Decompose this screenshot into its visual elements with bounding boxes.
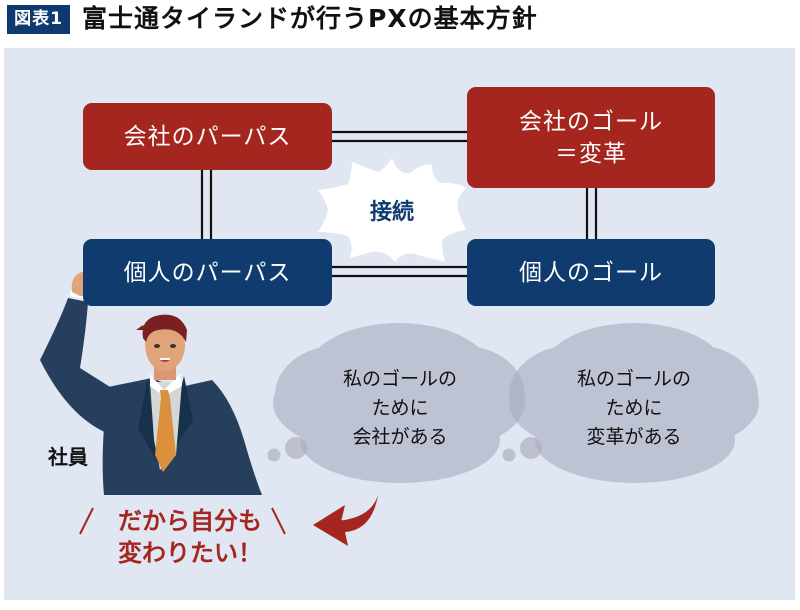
cloud-right-line-1: 私のゴールの bbox=[576, 368, 691, 390]
thought-dot-small-left bbox=[267, 448, 281, 462]
cloud-right-line-3: 変革がある bbox=[586, 426, 682, 448]
curved-arrow-icon bbox=[313, 495, 378, 546]
individual-purpose-box: 個人のパーパス bbox=[83, 239, 332, 306]
thought-cloud-right-shape bbox=[509, 323, 759, 483]
connector-bottom bbox=[332, 265, 467, 278]
cloud-left-line-1: 私のゴールの bbox=[342, 368, 457, 390]
company-goal-label: 会社のゴール bbox=[519, 108, 663, 135]
connection-burst-shape bbox=[318, 158, 466, 262]
shout-slash-left bbox=[79, 507, 94, 535]
cloud-left-line-3: 会社がある bbox=[352, 426, 448, 448]
exclamation-line-1: だから自分も bbox=[118, 507, 262, 535]
figure-number-badge: 図表1 bbox=[7, 5, 70, 34]
connection-label: 接続 bbox=[369, 200, 414, 225]
exclamation-line-2: 変わりたい！ bbox=[118, 539, 262, 567]
thought-cloud-right: 私のゴールの ために 変革がある bbox=[534, 365, 734, 452]
figure-title: 富士通タイランドが行うPXの基本方針 bbox=[82, 4, 538, 33]
individual-goal-label: 個人のゴール bbox=[519, 259, 663, 286]
individual-goal-box: 個人のゴール bbox=[467, 239, 715, 306]
connector-right bbox=[585, 188, 598, 239]
employee-illustration bbox=[40, 271, 263, 495]
company-goal-transformation-label: ＝変革 bbox=[555, 140, 627, 167]
employee-label: 社員 bbox=[48, 445, 88, 469]
thought-cloud-left-shape bbox=[273, 323, 525, 483]
figure-header: 図表1 富士通タイランドが行うPXの基本方針 bbox=[0, 0, 800, 46]
shout-slash-right bbox=[271, 507, 286, 535]
thought-cloud-left: 私のゴールの ために 会社がある bbox=[300, 365, 500, 452]
company-goal-box: 会社のゴール ＝変革 bbox=[467, 87, 715, 188]
cloud-right-line-2: ために bbox=[605, 397, 663, 419]
connector-top bbox=[332, 130, 467, 143]
connector-left bbox=[200, 170, 213, 239]
thought-dot-small-right bbox=[502, 448, 516, 462]
individual-purpose-label: 個人のパーパス bbox=[123, 259, 292, 286]
company-purpose-box: 会社のパーパス bbox=[83, 103, 332, 170]
company-purpose-label: 会社のパーパス bbox=[123, 123, 292, 150]
cloud-left-line-2: ために bbox=[371, 397, 429, 419]
employee-exclamation: だから自分も 変わりたい！ bbox=[60, 505, 320, 569]
